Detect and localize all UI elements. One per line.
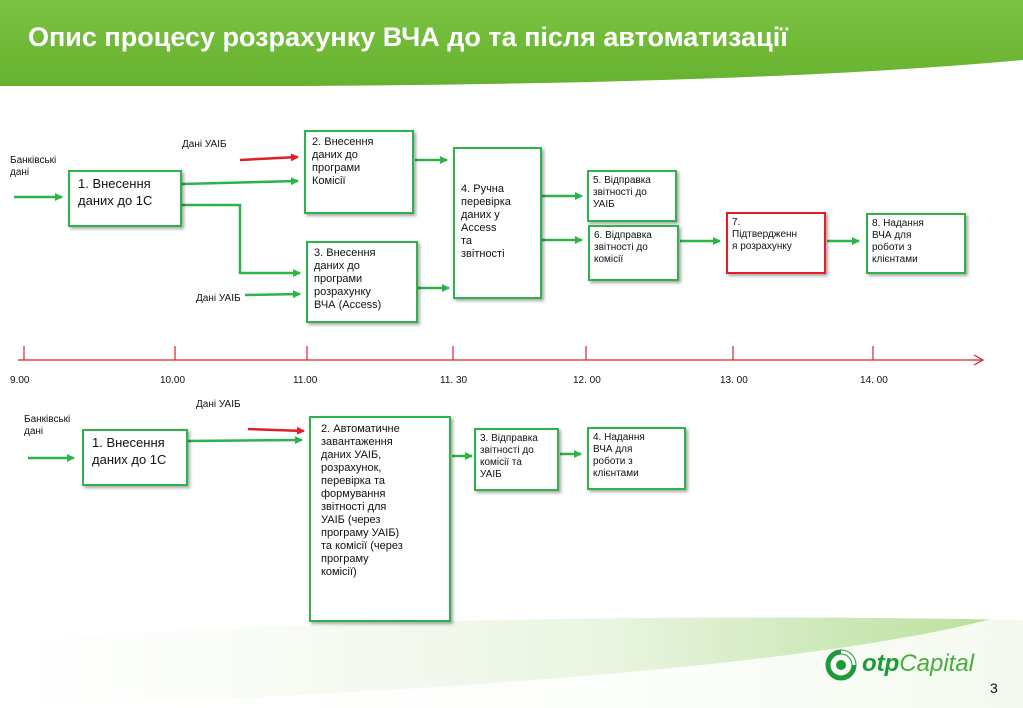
- timeline-tick-label: 10.00: [160, 375, 186, 386]
- otp-logo-icon: [825, 649, 857, 681]
- logo-suffix-text: Capital: [899, 650, 975, 677]
- page-title: Опис процесу розрахунку ВЧА до та після …: [28, 22, 788, 52]
- otp-capital-logo: otpCapital: [824, 644, 994, 684]
- top-step-5-box: 5. Відправка звітності до УАІБ: [587, 170, 677, 222]
- label-uaib-data-top-1: Дані УАІБ: [182, 139, 227, 150]
- bottom-step-4-box: 4. Надання ВЧА для роботи з клієнтами: [587, 427, 686, 490]
- timeline-tick-label: 14. 00: [860, 375, 888, 386]
- label-bank-data-top: Банківські дані: [10, 155, 57, 178]
- bottom-step-1-box: 1. Внесення даних до 1С: [82, 429, 188, 486]
- timeline-tick-label: 12. 00: [573, 375, 601, 386]
- header-band: [0, 0, 1023, 86]
- label-uaib-data-top-2: Дані УАІБ: [196, 293, 241, 304]
- top-step-7-box: 7. Підтвердженн я розрахунку: [726, 212, 826, 274]
- bottom-band: [0, 610, 1023, 708]
- top-step-1-box: 1. Внесення даних до 1С: [68, 170, 182, 227]
- label-uaib-data-bottom: Дані УАІБ: [196, 399, 241, 410]
- top-step-3-box: 3. Внесення даних до програми розрахунку…: [306, 241, 418, 323]
- label-bank-data-bottom: Банківські дані: [24, 414, 71, 437]
- timeline-tick-label: 9.00: [10, 375, 30, 386]
- page-number: 3: [990, 680, 998, 696]
- bottom-step-3-box: 3. Відправка звітності до комісії та УАІ…: [474, 428, 559, 491]
- timeline-tick-label: 11.00: [293, 375, 318, 386]
- logo-brand-text: otp: [862, 650, 900, 677]
- top-step-6-box: 6. Відправка звітності до комісії: [588, 225, 679, 281]
- top-step-8-box: 8. Надання ВЧА для роботи з клієнтами: [866, 213, 966, 274]
- timeline-tick-label: 11. 30: [440, 375, 468, 386]
- top-step-2-box: 2. Внесення даних до програми Комісії: [304, 130, 414, 214]
- header-curve: [0, 60, 1023, 100]
- bottom-step-2-box: 2. Автоматичне завантаження даних УАІБ, …: [309, 416, 451, 622]
- timeline-tick-label: 13. 00: [720, 375, 748, 386]
- top-step-4-box: 4. Ручна перевірка даних у Access та зві…: [453, 147, 542, 299]
